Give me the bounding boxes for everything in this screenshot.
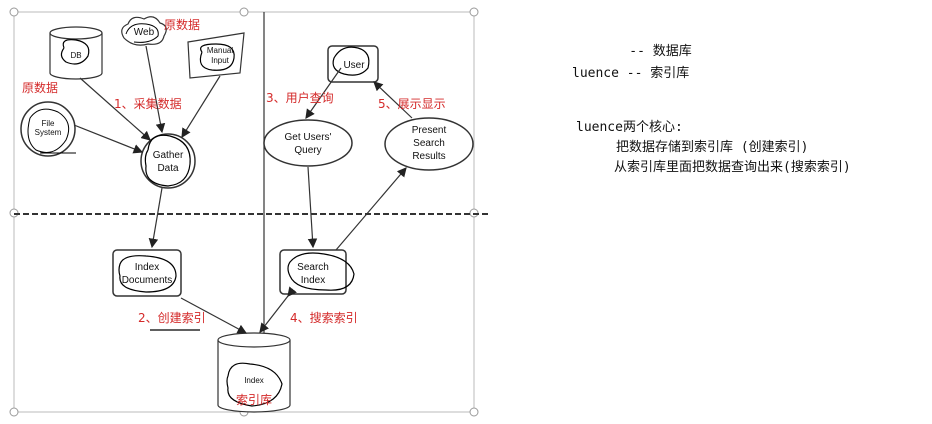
web-label: Web	[134, 27, 155, 38]
user-label: User	[343, 60, 365, 71]
index-documents-label-1: Index	[135, 262, 159, 273]
present-results-label-2: Search	[413, 138, 445, 149]
note-line-search: 从索引库里面把数据查询出来(搜索索引)	[614, 160, 851, 175]
search-index-node: Search Index	[279, 249, 355, 295]
arrow-gather-index	[148, 187, 163, 249]
note-line-database: -- 数据库	[598, 44, 692, 59]
index-documents-label-2: Documents	[122, 275, 173, 286]
get-users-query-label-2: Query	[294, 145, 321, 156]
annotation-source-top: 原数据	[164, 17, 200, 32]
arrow-web-gather	[145, 45, 166, 134]
annotation-source-left: 原数据	[22, 80, 58, 95]
annotation-index-store: 索引库	[236, 392, 272, 407]
manual-input-label-1: Manual	[207, 46, 233, 55]
annotation-step3: 3、用户查询	[266, 90, 334, 105]
arrow-search-store	[259, 286, 297, 333]
user-node: User	[327, 45, 379, 83]
arrow-query-search	[307, 166, 318, 249]
annotation-step2: 2、创建索引	[138, 311, 206, 325]
arrow-manual-gather	[181, 75, 221, 139]
file-system-node: File System	[20, 101, 76, 157]
get-users-query-node: Get Users' Query	[263, 119, 353, 167]
annotation-step5: 5、展示显示	[378, 97, 446, 111]
present-results-node: Present Search Results	[384, 117, 474, 171]
note-line-index: luence -- 索引库	[572, 66, 690, 81]
arrow-db-gather	[79, 77, 151, 141]
arrow-index-store	[180, 297, 248, 334]
gather-data-label-2: Data	[157, 163, 179, 174]
arrow-user-query	[305, 67, 342, 119]
annotation-step1: 1、采集数据	[114, 96, 182, 111]
db-label: DB	[70, 51, 81, 60]
manual-input-label-2: Input	[211, 56, 230, 65]
arrow-fs-gather	[73, 124, 144, 154]
index-store-label: Index	[244, 376, 264, 385]
arrows	[73, 45, 413, 334]
present-results-label-1: Present	[412, 125, 447, 136]
index-store-node: Index	[217, 332, 291, 413]
file-system-label-1: File	[42, 119, 55, 128]
file-system-label-2: System	[35, 128, 62, 137]
annotation-step4: 4、搜索索引	[290, 310, 358, 325]
get-users-query-label-1: Get Users'	[285, 132, 332, 143]
web-node: Web	[121, 16, 167, 46]
index-documents-node: Index Documents	[112, 249, 182, 297]
manual-input-node: Manual Input	[187, 32, 245, 79]
db-node: DB	[49, 26, 103, 80]
search-index-label-2: Index	[301, 275, 325, 286]
note-line-core: luence两个核心:	[576, 120, 683, 135]
gather-data-node: Gather Data	[140, 133, 196, 189]
search-index-label-1: Search	[297, 262, 329, 273]
note-line-create: 把数据存储到索引库 (创建索引)	[616, 140, 809, 155]
gather-data-label-1: Gather	[153, 150, 184, 161]
arrow-search-present	[335, 167, 407, 251]
present-results-label-3: Results	[412, 151, 445, 162]
arrow-present-user	[373, 81, 413, 119]
